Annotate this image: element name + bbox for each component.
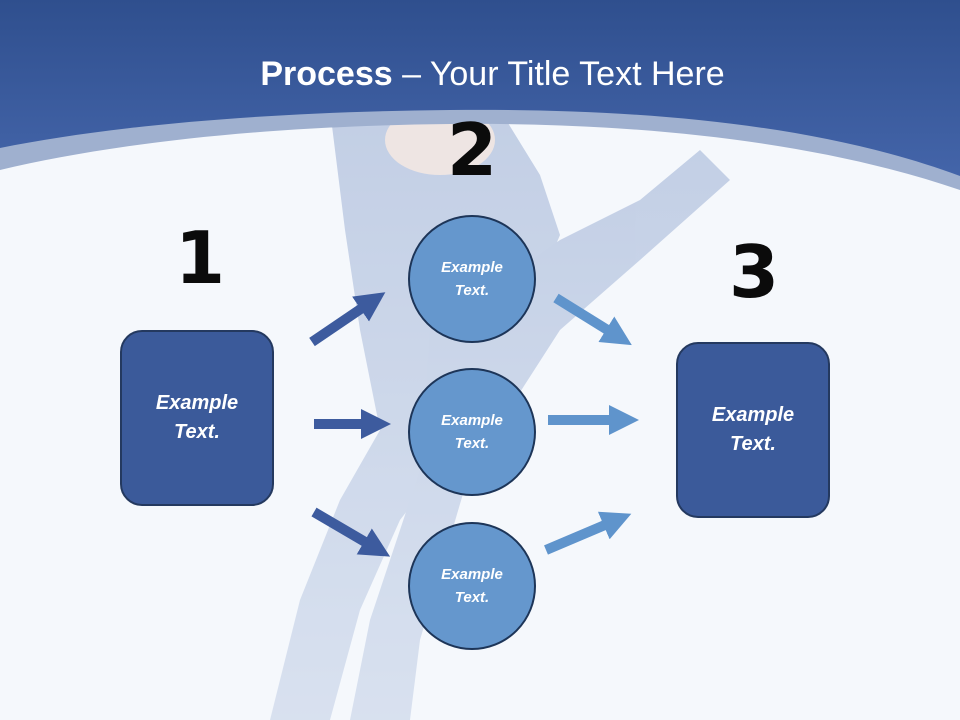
arrow-left-to-top: [309, 292, 386, 347]
left-process-box: Example Text.: [120, 330, 274, 506]
process-circle-bottom: Example Text.: [408, 522, 536, 650]
slide-title: Process – Your Title Text Here: [0, 52, 960, 96]
process-circle-middle: Example Text.: [408, 368, 536, 496]
step-number-2: 2: [446, 108, 498, 192]
arrow-left-to-bottom: [311, 507, 391, 557]
header-swoosh: [0, 109, 960, 190]
title-rest: – Your Title Text Here: [392, 55, 725, 93]
circle-top-text: Example Text.: [441, 259, 503, 299]
step-number-1: 1: [174, 216, 226, 300]
process-circle-top: Example Text.: [408, 215, 536, 343]
right-process-box: Example Text.: [676, 342, 830, 518]
title-bold: Process: [260, 55, 393, 93]
right-box-text: Example Text.: [711, 404, 795, 455]
arrow-bottom-to-right: [544, 511, 632, 555]
step-number-3: 3: [728, 230, 780, 314]
circle-middle-text: Example Text.: [441, 412, 503, 452]
circle-bottom-text: Example Text.: [441, 566, 503, 606]
header-band: [0, 0, 960, 188]
arrow-top-to-right: [553, 293, 632, 346]
left-box-text: Example Text.: [155, 392, 239, 443]
